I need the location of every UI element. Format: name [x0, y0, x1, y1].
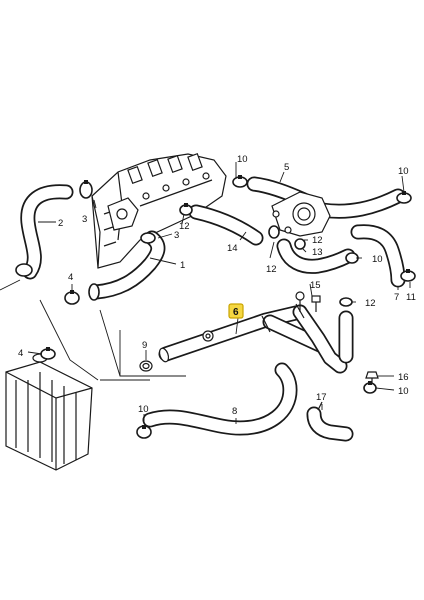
callout-3: 3: [82, 214, 87, 225]
callout-10: 10: [398, 166, 409, 177]
seal-ring-9: [139, 360, 153, 372]
callout-10: 10: [138, 404, 149, 415]
hose-13: [276, 238, 356, 274]
hose-14: [188, 204, 264, 246]
clamp-icon: [179, 203, 193, 216]
clamp-icon: [15, 263, 33, 277]
bracket-17: [306, 401, 354, 442]
callout-2: 2: [58, 218, 63, 229]
callout-12: 12: [179, 221, 190, 232]
callout-11: 11: [406, 292, 416, 303]
hose-1: [88, 230, 166, 300]
hose-upper-right: [314, 188, 406, 219]
callout-7: 7: [394, 292, 399, 303]
hose-7: [350, 224, 406, 288]
pipe-6-assembly: [158, 291, 354, 374]
clamp-icon: [88, 283, 100, 301]
callout-5: 5: [284, 162, 289, 173]
callout-14: 14: [227, 243, 238, 254]
callout-12: 12: [312, 235, 323, 246]
leader-lines: [0, 162, 411, 424]
callout-labels: 10 5 10 3 2 3 12 14 12 13 12 10 1 4 15 1…: [18, 154, 416, 417]
callout-10: 10: [237, 154, 248, 165]
callout-12: 12: [365, 298, 376, 309]
clamp-icon: [79, 180, 93, 199]
clamp-icon: [232, 175, 248, 188]
clamp-icon: [396, 191, 412, 204]
clamp-icon: [140, 232, 156, 244]
clamp-icon: [339, 297, 353, 307]
callout-10: 10: [372, 254, 383, 265]
callout-4: 4: [68, 272, 73, 283]
callout-4: 4: [18, 348, 23, 359]
clamp-icon: [40, 347, 56, 360]
callout-13: 13: [312, 247, 323, 258]
bolt-15: [311, 295, 321, 312]
callout-3: 3: [174, 230, 179, 241]
water-pump-housing: [271, 191, 331, 237]
clamp-icon: [363, 381, 377, 394]
callout-17: 17: [316, 392, 327, 403]
clamp-icon: [64, 290, 80, 305]
callout-10: 10: [398, 386, 409, 397]
callout-16: 16: [398, 372, 409, 383]
callout-1: 1: [180, 260, 185, 271]
callout-15: 15: [310, 280, 321, 291]
engine-block: [91, 152, 227, 269]
callout-6: 6: [233, 307, 239, 318]
radiator: [5, 353, 93, 471]
clamp-icon: [136, 425, 152, 439]
callout-8: 8: [232, 406, 237, 417]
callout-9: 9: [142, 340, 147, 351]
highlight-badge: [228, 303, 244, 319]
hose-2: [20, 184, 74, 280]
callout-12: 12: [266, 264, 277, 275]
clamp-icon: [400, 269, 416, 282]
clamp-icon: [268, 225, 280, 239]
clamp-icon: [294, 238, 306, 250]
bolt-16: [365, 371, 379, 384]
hose-8: [142, 362, 298, 436]
